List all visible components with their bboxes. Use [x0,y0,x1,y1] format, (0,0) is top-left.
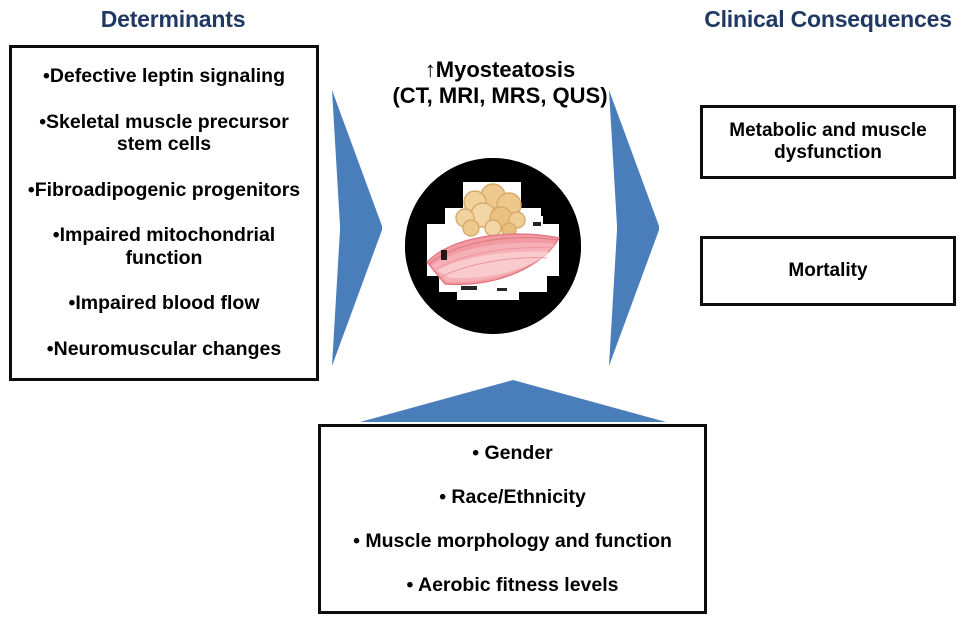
modifier-item: • Race/Ethnicity [439,485,586,508]
modifier-item: • Aerobic fitness levels [406,573,619,596]
modifier-item: • Gender [472,441,553,464]
determinant-item: •Neuromuscular changes [46,337,282,360]
consequence-metabolic-label: Metabolic and muscle dysfunction [729,119,927,163]
determinant-item: •Skeletal muscle precursor stem cells [39,110,289,156]
arrow-right-to-consequences-icon [609,90,659,366]
determinant-item: •Impaired mitochondrial function [52,224,276,269]
muscle-fat-illustration-icon [405,158,581,334]
determinant-item: •Defective leptin signaling [43,65,285,88]
consequence-box-metabolic: Metabolic and muscle dysfunction [700,105,956,179]
center-title-line-2: (CT, MRI, MRS, QUS) [392,83,608,109]
consequence-mortality-label: Mortality [788,259,868,281]
center-title-line-1: ↑Myosteatosis [424,57,576,82]
modifiers-box: • Gender • Race/Ethnicity • Muscle morph… [318,424,707,614]
modifier-item: • Muscle morphology and function [353,529,672,552]
heading-determinants: Determinants [100,6,246,32]
heading-clinical-consequences: Clinical Consequences [704,6,952,32]
determinants-box: •Defective leptin signaling •Skeletal mu… [9,45,319,381]
consequence-box-mortality: Mortality [700,236,956,306]
determinant-item: •Impaired blood flow [68,292,260,315]
arrow-right-from-determinants-icon [332,90,382,366]
myosteatosis-muscle-image [405,158,581,334]
arrow-up-from-modifiers-icon [360,380,666,422]
center-title: ↑Myosteatosis (CT, MRI, MRS, QUS) [372,57,628,110]
determinant-item: •Fibroadipogenic progenitors [27,178,301,201]
